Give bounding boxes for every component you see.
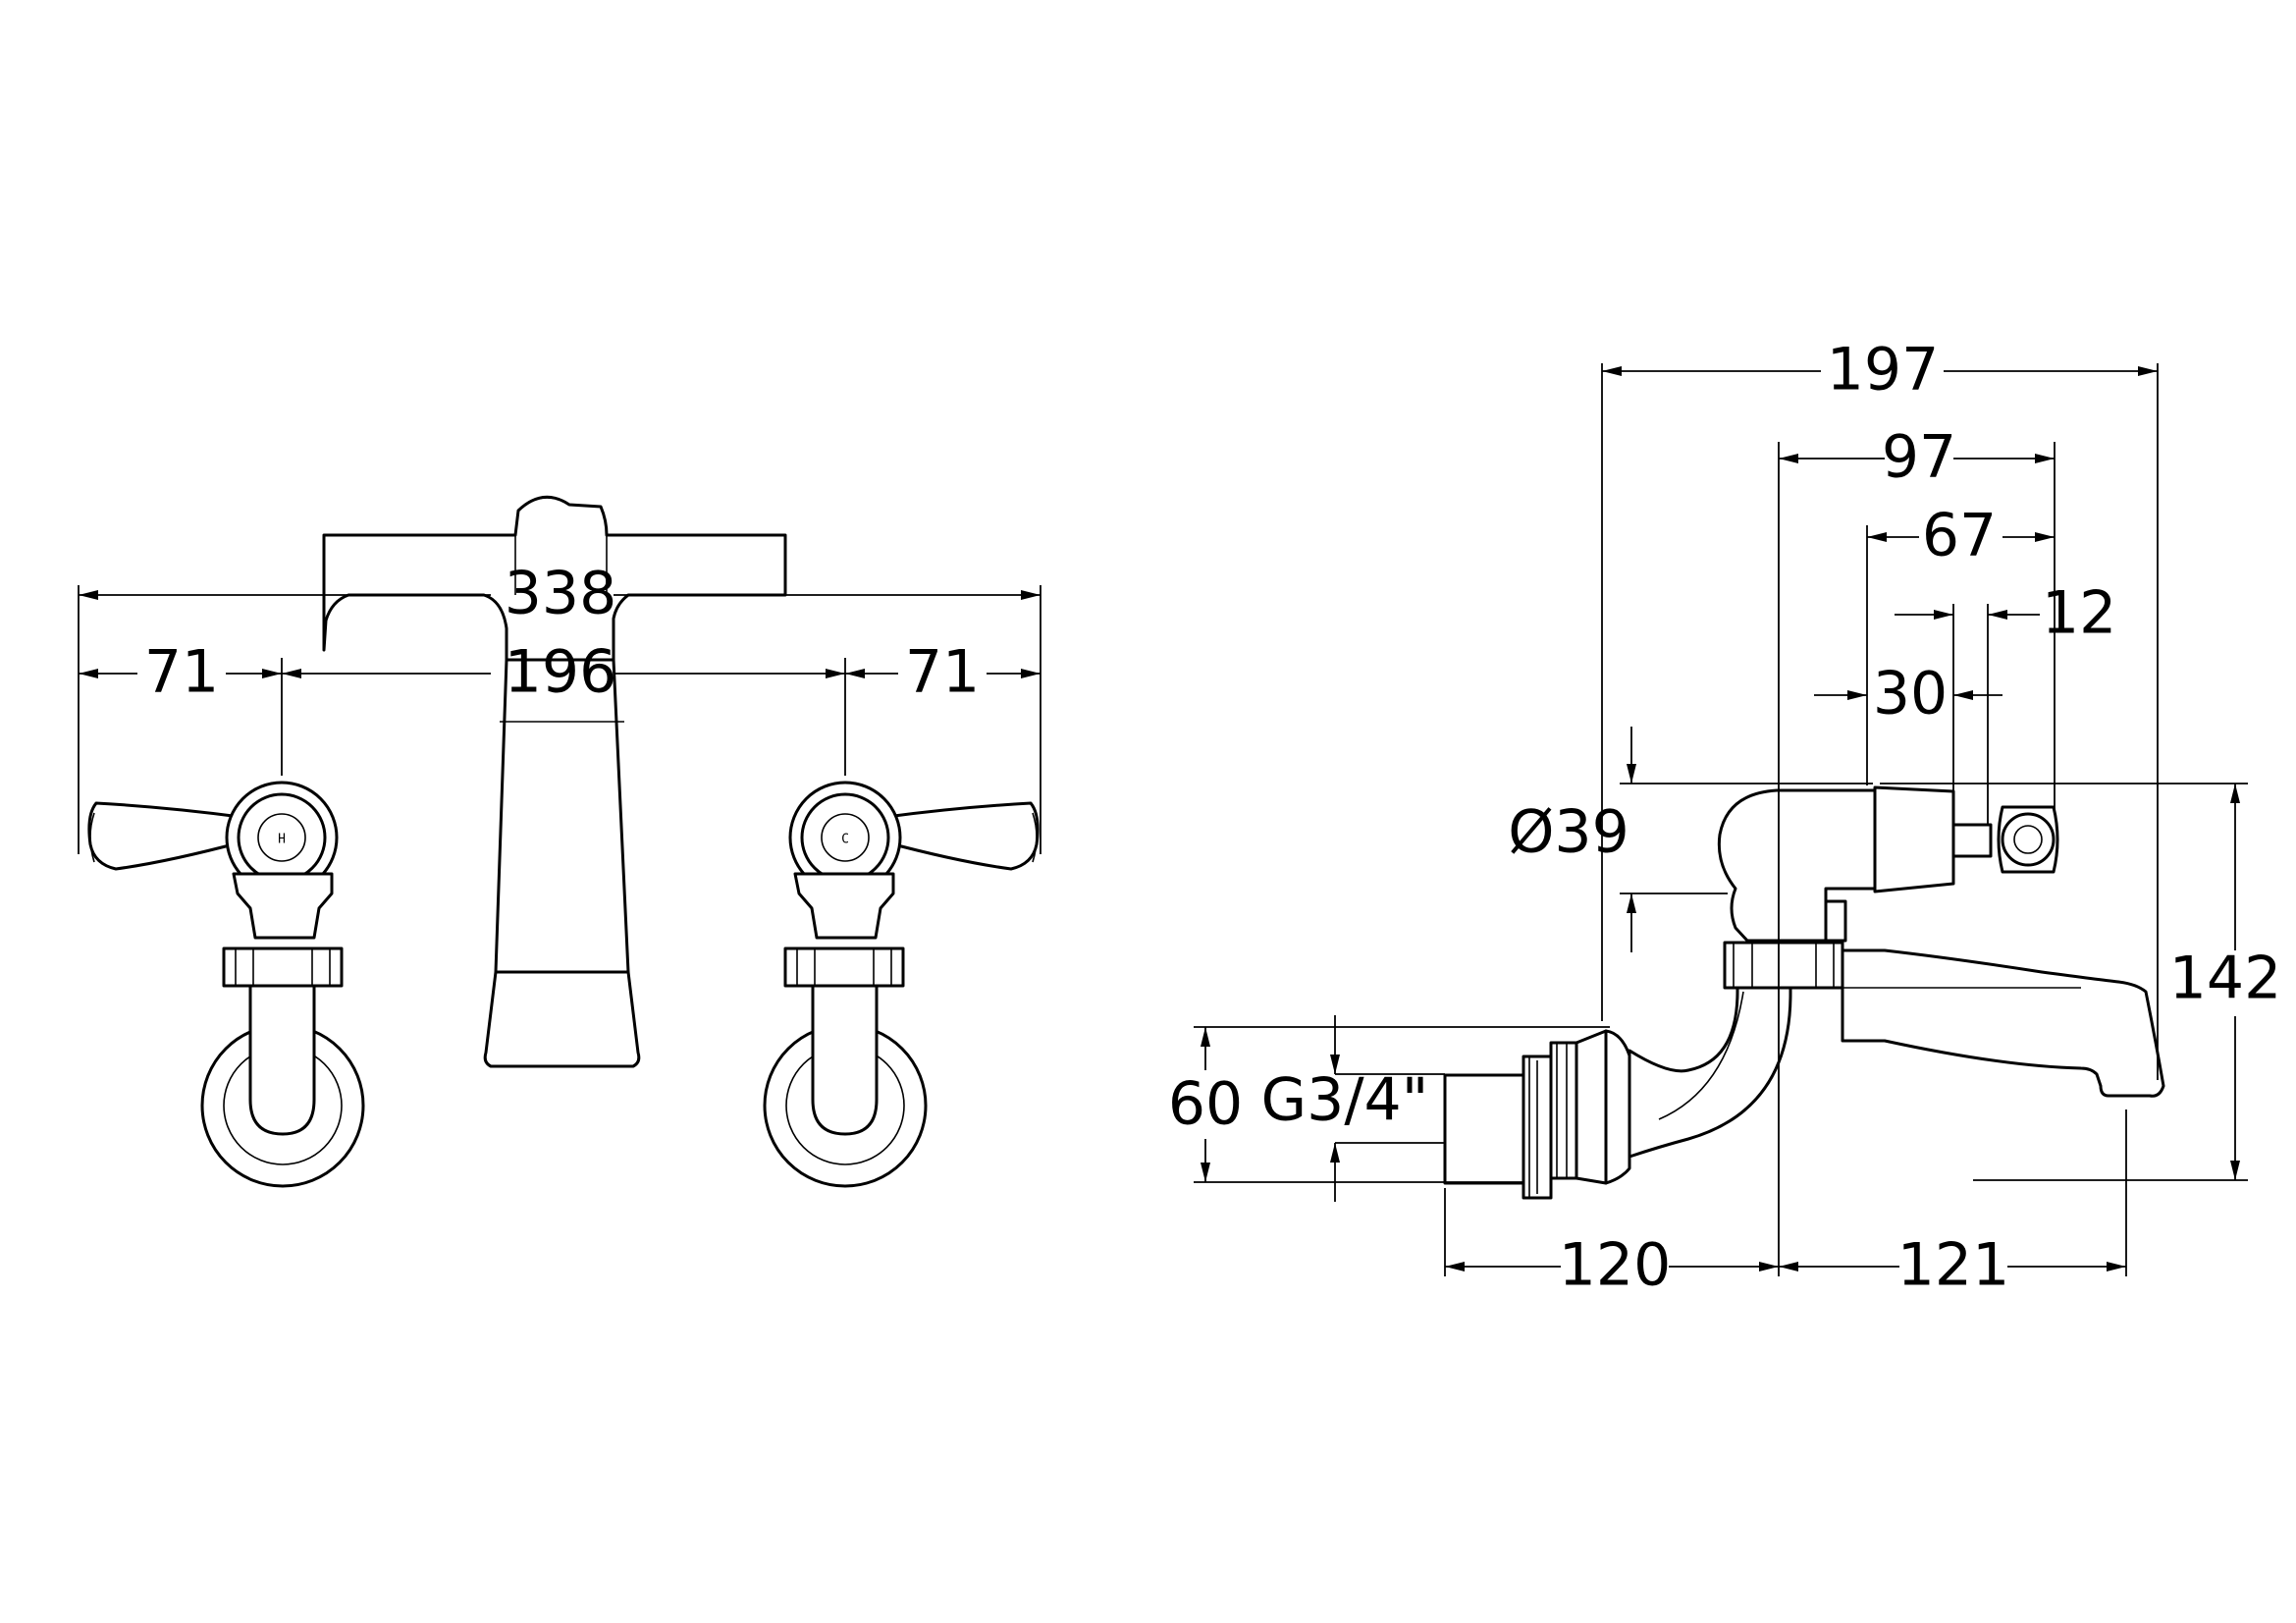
cold-valve: C — [763, 781, 1040, 1188]
dim-handle-hub: 12 — [2042, 579, 2116, 648]
dim-body-diameter: Ø39 — [1508, 798, 1629, 867]
side-dimensions: 197 97 67 12 30 Ø39 — [1168, 336, 2281, 1300]
dim-inlet-height: 60 — [1168, 1070, 1243, 1139]
front-view: H C — [78, 495, 1041, 1188]
cold-marking: C — [841, 833, 849, 847]
dim-left-handle: 71 — [144, 638, 219, 707]
front-dimensions: 338 71 196 71 — [78, 560, 1041, 854]
inlet-assembly — [1443, 1029, 1631, 1200]
dim-handle-offset: 30 — [1873, 660, 1948, 729]
dim-thread: G3/4" — [1261, 1066, 1429, 1135]
dim-wall-to-centre: 120 — [1559, 1231, 1672, 1300]
hot-marking: H — [278, 833, 286, 847]
dim-centres: 196 — [505, 638, 617, 707]
dim-overall-projection: 197 — [1827, 336, 1940, 405]
valve-head — [1717, 785, 2059, 990]
spout — [1841, 948, 2165, 1098]
dim-head-to-outlet: 97 — [1882, 423, 1956, 492]
dim-overall-height: 142 — [2169, 945, 2282, 1013]
dim-body-length: 67 — [1922, 502, 1997, 570]
hot-valve: H — [87, 781, 365, 1188]
side-view: 197 97 67 12 30 Ø39 — [1168, 336, 2281, 1300]
mixer-body — [322, 495, 787, 1068]
elbow-pipe — [1628, 965, 1792, 1159]
dim-centre-to-spout: 121 — [1897, 1231, 2010, 1300]
dim-right-handle: 71 — [905, 638, 980, 707]
dim-overall-width: 338 — [505, 560, 617, 628]
